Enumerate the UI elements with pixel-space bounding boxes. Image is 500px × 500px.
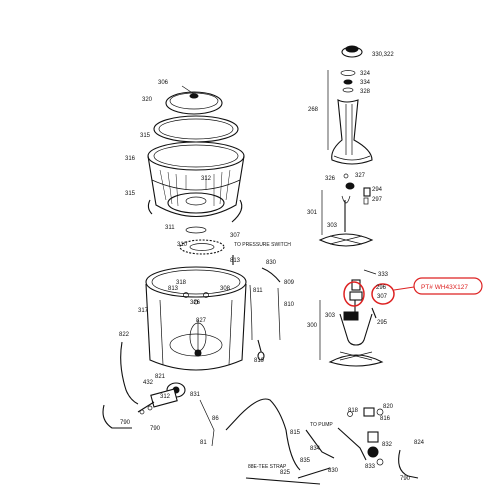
label-297: 297 — [372, 197, 383, 203]
hub-seal — [179, 226, 225, 255]
label-308: 308 — [220, 286, 231, 292]
label-to-pressure-switch: TO PRESSURE SWITCH — [234, 242, 291, 248]
label-to-pump: TO PUMP — [310, 422, 333, 428]
label-295: 295 — [377, 320, 388, 326]
label-315b: 315 — [125, 191, 136, 197]
label-830: 830 — [266, 260, 277, 266]
label-320: 320 — [142, 97, 153, 103]
drain-hose-822 — [120, 341, 139, 405]
agitator-cap — [340, 45, 363, 93]
label-825: 825 — [280, 470, 291, 476]
hose-810 — [261, 267, 281, 283]
label-tee-strap: 88E-TEE STRAP — [248, 464, 287, 470]
label-333: 333 — [378, 272, 389, 278]
label-303: 303 — [327, 223, 338, 229]
label-818: 818 — [348, 408, 359, 414]
wash-basket — [147, 141, 245, 223]
label-326: 326 — [190, 300, 201, 306]
label-324: 324 — [360, 71, 371, 77]
hose-81 — [199, 399, 215, 447]
label-306: 306 — [158, 80, 169, 86]
label-316: 316 — [125, 156, 136, 162]
label-819: 819 — [254, 358, 265, 364]
label-310: 310 — [177, 242, 188, 248]
tub-cover — [165, 85, 223, 115]
fitting-818 — [347, 407, 384, 417]
label-831: 831 — [190, 392, 201, 398]
drain-pump — [137, 382, 186, 415]
label-317: 317 — [138, 308, 149, 314]
label-830b: 830 — [328, 468, 339, 474]
label-815: 815 — [290, 430, 301, 436]
part-callout — [343, 277, 483, 307]
label-268: 268 — [308, 107, 319, 113]
label-827: 827 — [196, 318, 207, 324]
drain-hose-815 — [225, 398, 301, 471]
hose-to-pump — [337, 427, 367, 461]
agitator-300 — [328, 269, 384, 367]
label-330-322: 330,322 — [372, 52, 394, 58]
label-832: 832 — [382, 442, 393, 448]
label-301: 301 — [307, 210, 318, 216]
tee-strap — [245, 477, 321, 485]
label-334: 334 — [360, 80, 371, 86]
label-432: 432 — [143, 380, 154, 386]
strap-hose — [297, 467, 331, 479]
label-296: 296 — [376, 285, 387, 291]
label-327: 327 — [355, 173, 366, 179]
balance-ring — [153, 115, 239, 143]
label-810: 810 — [284, 302, 295, 308]
label-834: 834 — [310, 446, 321, 452]
callout-part-number: PT# WH43X127 — [421, 284, 468, 291]
label-328: 328 — [360, 89, 371, 95]
agitator — [331, 99, 373, 165]
label-294: 294 — [372, 187, 383, 193]
air-dome-hose — [249, 284, 253, 341]
outer-tub — [145, 266, 247, 371]
label-809: 809 — [284, 280, 295, 286]
label-315a: 315 — [140, 133, 151, 139]
label-307b: 307 — [377, 294, 388, 300]
label-326b: 326 — [325, 176, 336, 182]
label-790c: 790 — [400, 476, 411, 482]
hose-835 — [305, 429, 335, 459]
label-790b: 790 — [150, 426, 161, 432]
label-81: 81 — [200, 440, 207, 446]
label-835: 835 — [300, 458, 311, 464]
label-822: 822 — [119, 332, 130, 338]
label-303b: 303 — [325, 313, 336, 319]
label-312b: 312 — [160, 394, 171, 400]
label-811: 811 — [253, 288, 263, 294]
hose-790-left — [102, 404, 132, 429]
label-311: 311 — [165, 225, 175, 231]
label-790a: 790 — [120, 420, 131, 426]
label-813b: 813 — [230, 258, 241, 264]
label-307: 307 — [230, 233, 241, 239]
pump-fitting-832 — [367, 431, 384, 466]
label-813: 813 — [168, 286, 179, 292]
agitator-dual — [318, 173, 374, 247]
label-300: 300 — [307, 323, 318, 329]
label-833: 833 — [365, 464, 376, 470]
label-318: 318 — [176, 280, 187, 286]
hose-809 — [277, 287, 281, 341]
label-821: 821 — [155, 374, 166, 380]
label-824: 824 — [414, 440, 425, 446]
label-820: 820 — [383, 404, 394, 410]
hose-824 — [398, 449, 419, 479]
label-312: 312 — [201, 176, 212, 182]
label-816: 816 — [380, 416, 391, 422]
label-86: 86 — [212, 416, 219, 422]
